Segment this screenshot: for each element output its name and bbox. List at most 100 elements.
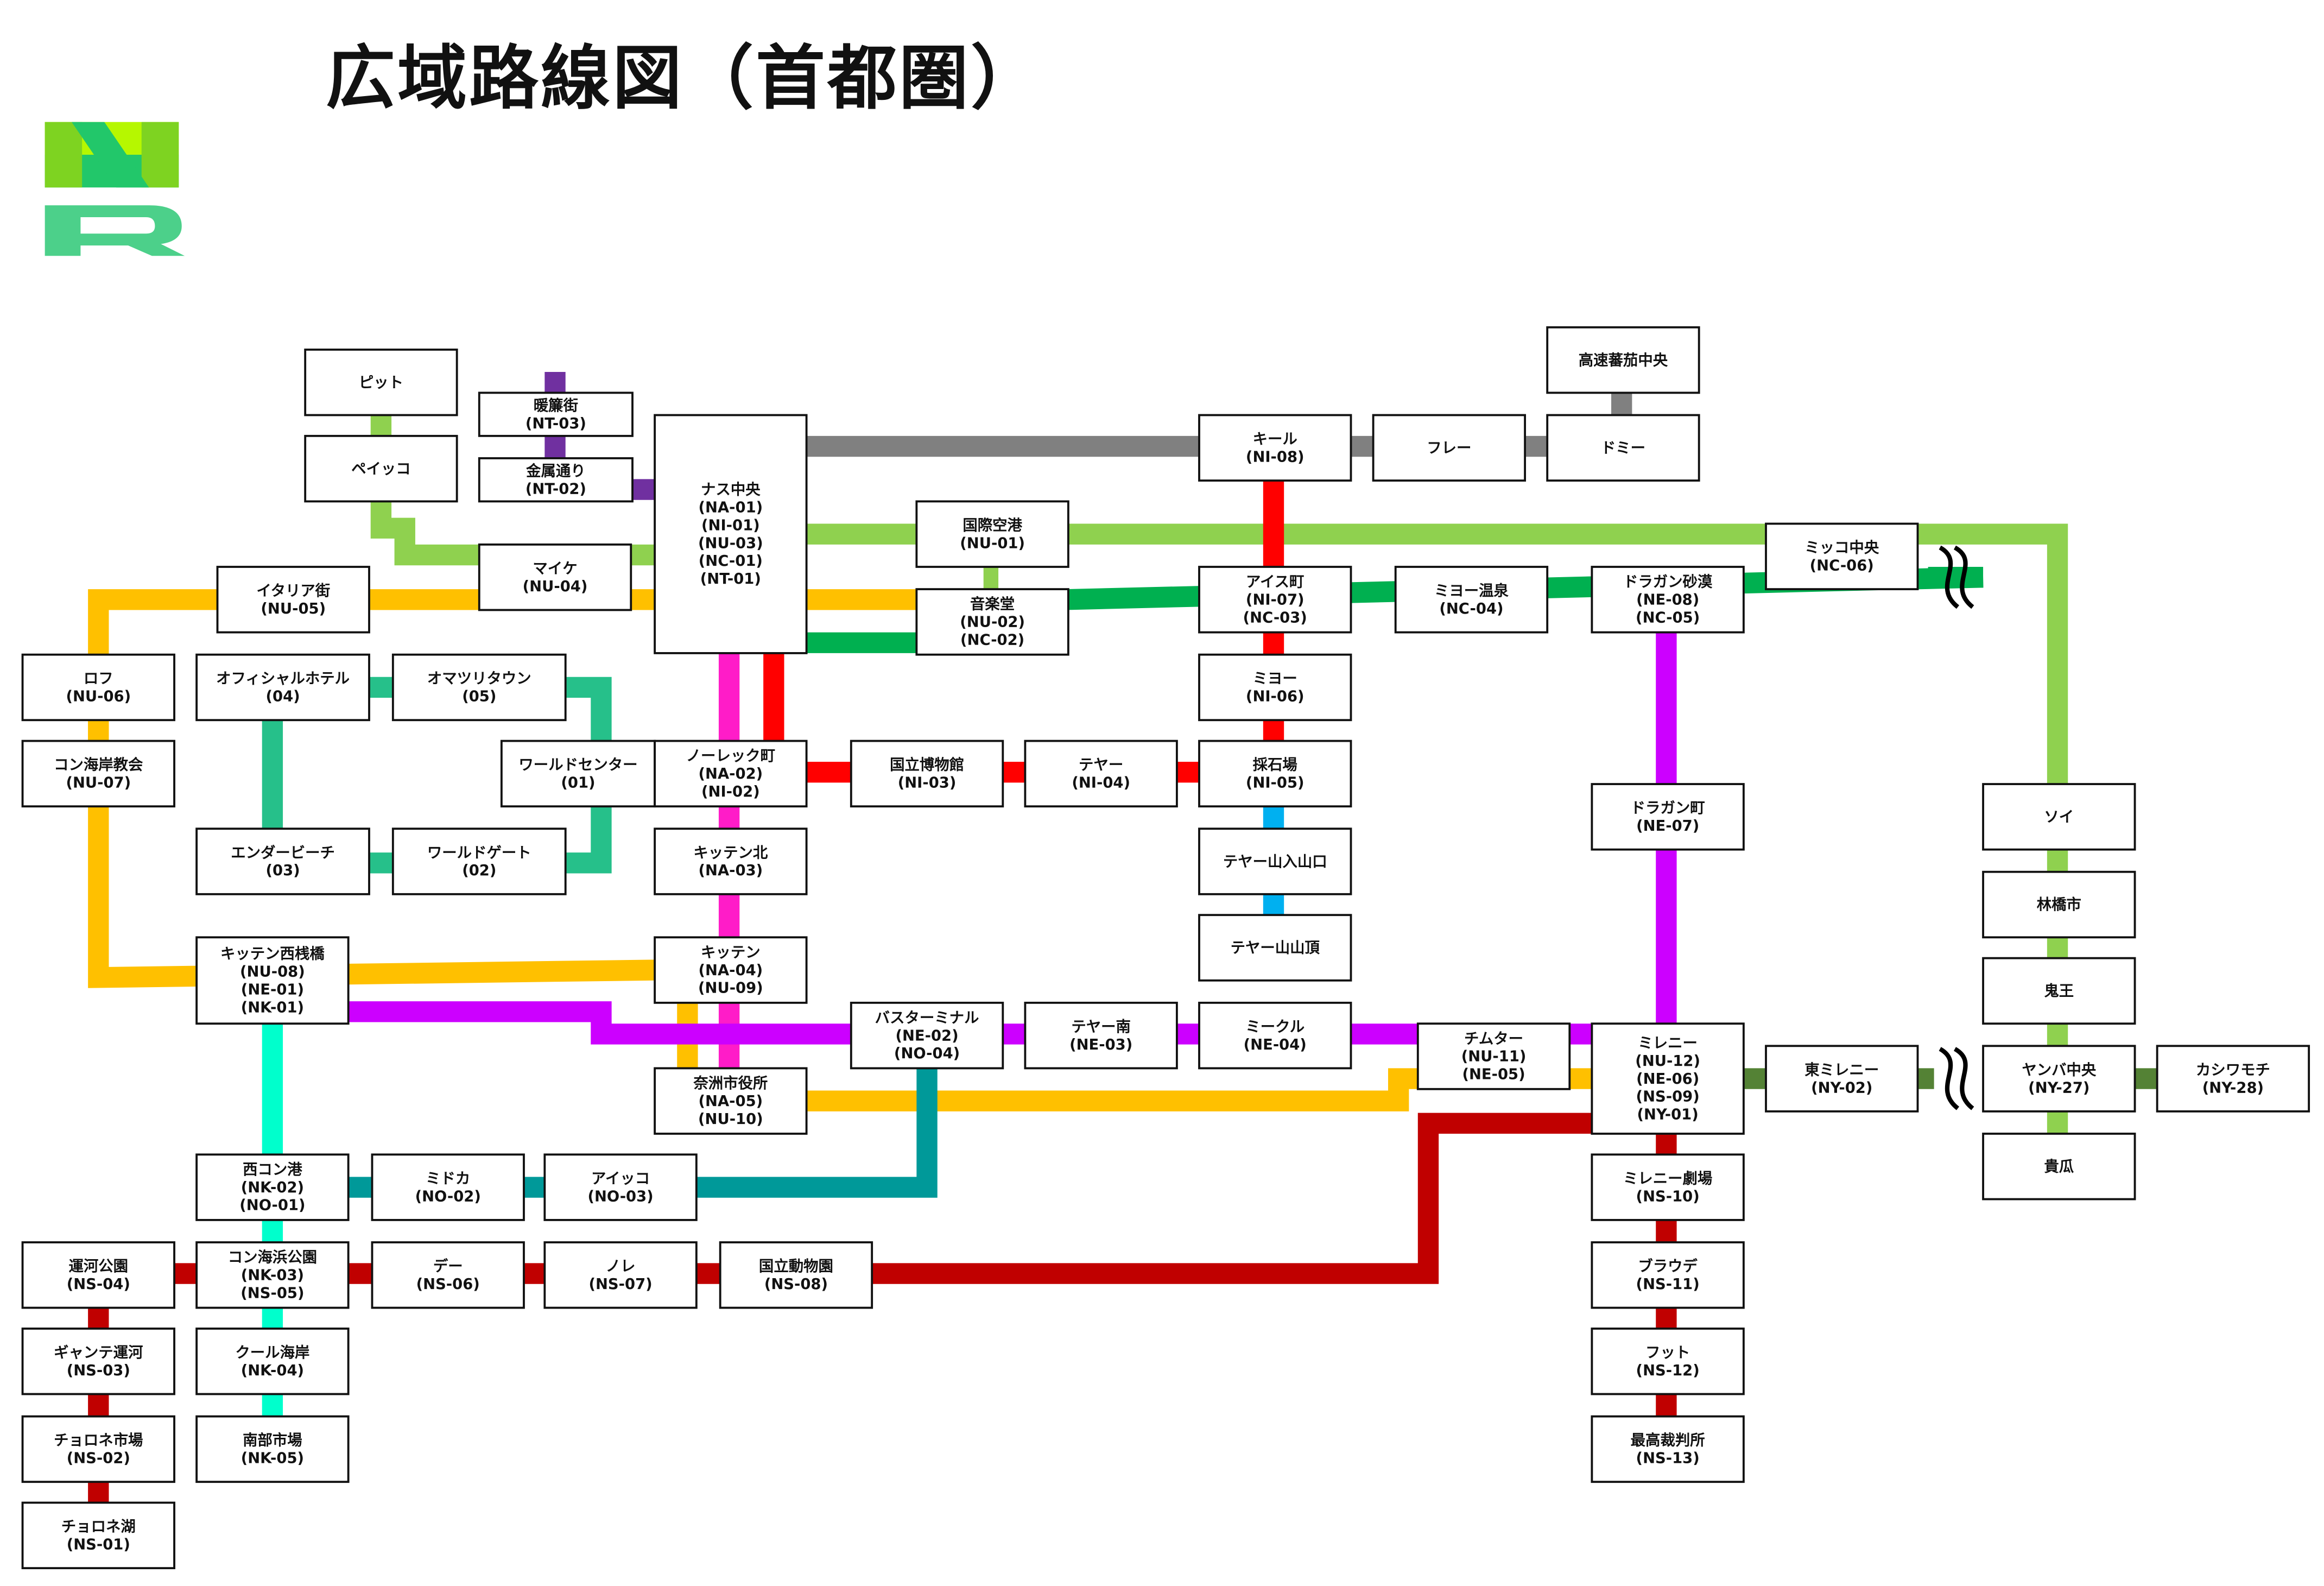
station-kashiwa[interactable]: カシワモチ(NY-28) (2156, 1045, 2310, 1113)
station-de[interactable]: デー(NS-06) (371, 1241, 525, 1309)
station-code: (NC-02) (960, 631, 1024, 648)
station-wgate[interactable]: ワールドゲート(02) (391, 827, 567, 895)
station-soi[interactable]: ソイ (1982, 783, 2136, 851)
station-kousoku[interactable]: 高速蕃茄中央 (1546, 326, 1700, 394)
station-konkaihin[interactable]: コン海浜公園(NK-03)(NS-05) (195, 1241, 350, 1309)
station-box (719, 1241, 873, 1309)
station-code: (NA-03) (699, 862, 763, 879)
station-kio[interactable]: 鬼王 (1982, 957, 2136, 1025)
station-nasu[interactable]: ナス中央(NA-01)(NI-01)(NU-03)(NC-01)(NT-01) (654, 414, 808, 654)
station-code: (NS-08) (764, 1276, 828, 1293)
station-code: (NU-04) (523, 578, 588, 595)
station-box (195, 1241, 350, 1309)
station-box (478, 543, 632, 611)
station-official[interactable]: オフィシャルホテル(04) (195, 653, 370, 722)
station-ongakudo[interactable]: 音楽堂(NU-02)(NC-02) (915, 588, 1069, 656)
station-aikko[interactable]: アイッコ(NO-03) (543, 1153, 698, 1221)
station-saiseki[interactable]: 採石場(NI-05) (1198, 740, 1352, 808)
station-futto[interactable]: フット(NS-12) (1591, 1328, 1745, 1395)
station-kitten[interactable]: キッテン(NA-04)(NU-09) (654, 936, 808, 1004)
station-box (654, 1067, 808, 1135)
station-box (195, 827, 370, 895)
station-court[interactable]: 最高裁判所(NS-13) (1591, 1415, 1745, 1483)
station-wcenter[interactable]: ワールドセンター(01) (500, 740, 656, 808)
station-chimuta[interactable]: チムター(NU-11)(NE-05) (1416, 1022, 1571, 1090)
station-code: (NA-04) (699, 962, 763, 979)
station-fure[interactable]: フレー (1372, 414, 1527, 482)
station-nishikon[interactable]: 西コン港(NK-02)(NO-01) (195, 1153, 350, 1221)
station-millenni[interactable]: ミレニー(NU-12)(NE-06)(NS-09)(NY-01) (1591, 1022, 1745, 1135)
station-code: (NU-08) (240, 964, 305, 981)
station-aisu[interactable]: アイス町(NI-07)(NC-03) (1198, 566, 1352, 634)
station-mil-theater[interactable]: ミレニー劇場(NS-10) (1591, 1153, 1745, 1221)
station-kiru[interactable]: キール(NI-08) (1198, 414, 1352, 482)
station-rofu[interactable]: ロフ(NU-06) (21, 653, 175, 722)
station-maike[interactable]: マイケ(NU-04) (478, 543, 632, 611)
line-break-symbol-0 (1939, 545, 1974, 609)
station-kiuri[interactable]: 貴瓜 (1982, 1133, 2136, 1200)
station-box (1198, 740, 1352, 808)
station-code: (NS-10) (1636, 1188, 1700, 1205)
station-choro-m[interactable]: チョロネ市場(NS-02) (21, 1415, 175, 1483)
station-choro-l[interactable]: チョロネ湖(NS-01) (21, 1501, 175, 1570)
station-nanbu[interactable]: 南部市場(NK-05) (195, 1415, 350, 1483)
station-braude[interactable]: ブラウデ(NS-11) (1591, 1241, 1745, 1309)
station-teya-top[interactable]: テヤー山山頂 (1198, 914, 1352, 982)
station-kitten-w[interactable]: キッテン西桟橋(NU-08)(NE-01)(NK-01) (195, 936, 350, 1025)
station-pit[interactable]: ピット (304, 349, 458, 416)
station-box (543, 1153, 698, 1221)
station-higashi-mil[interactable]: 東ミレニー(NY-02) (1765, 1045, 1919, 1113)
station-code: (NS-09) (1636, 1089, 1700, 1105)
station-miyo-onsen[interactable]: ミヨー温泉(NC-04) (1394, 566, 1549, 634)
station-museum[interactable]: 国立博物館(NI-03) (850, 740, 1004, 808)
station-omatsuri[interactable]: オマツリタウン(05) (391, 653, 567, 722)
station-kitten-n[interactable]: キッテン北(NA-03) (654, 827, 808, 895)
station-name: ノーレック町 (686, 748, 775, 764)
station-dragon-sand[interactable]: ドラガン砂漠(NE-08)(NC-05) (1591, 566, 1745, 634)
station-name: テヤー (1079, 757, 1123, 774)
station-code: (NE-07) (1636, 818, 1699, 835)
station-code: (NY-01) (1637, 1107, 1699, 1123)
station-name: ブラウデ (1638, 1258, 1698, 1275)
station-code: (NU-10) (698, 1111, 763, 1128)
station-peikko[interactable]: ペイッコ (304, 434, 458, 503)
station-code: (NT-03) (525, 415, 586, 432)
station-name: テヤー南 (1071, 1019, 1131, 1035)
station-code: (NU-02) (960, 614, 1025, 631)
station-box (391, 653, 567, 722)
station-code: (NC-04) (1439, 601, 1503, 617)
station-bus[interactable]: バスターミナル(NE-02)(NO-04) (850, 1001, 1004, 1070)
station-mikko[interactable]: ミッコ中央(NC-06) (1765, 522, 1919, 591)
station-domi[interactable]: ドミー (1546, 414, 1700, 482)
station-norek[interactable]: ノーレック町(NA-02)(NI-02) (654, 740, 808, 808)
station-box (21, 653, 175, 722)
station-code: (NU-03) (698, 535, 763, 552)
station-name: テヤー山入山口 (1223, 854, 1327, 870)
station-dragon-town[interactable]: ドラガン町(NE-07) (1591, 783, 1745, 851)
station-kokusai[interactable]: 国際空港(NU-01) (915, 500, 1069, 568)
station-rinkyo[interactable]: 林橋市 (1982, 870, 2136, 939)
station-nasu-city[interactable]: 奈洲市役所(NA-05)(NU-10) (654, 1067, 808, 1135)
station-box (1198, 414, 1352, 482)
station-nt02[interactable]: 金属通り(NT-02) (478, 457, 634, 503)
station-italia[interactable]: イタリア街(NU-05) (216, 566, 370, 634)
station-teya[interactable]: テヤー(NI-04) (1024, 740, 1178, 808)
station-yanba[interactable]: ヤンバ中央(NY-27) (1982, 1045, 2136, 1113)
station-box (1416, 1022, 1571, 1090)
station-nore[interactable]: ノレ(NS-07) (543, 1241, 698, 1309)
station-kuru[interactable]: クール海岸(NK-04) (195, 1328, 350, 1395)
station-box (195, 1415, 350, 1483)
station-zoo[interactable]: 国立動物園(NS-08) (719, 1241, 873, 1309)
station-teya-s[interactable]: テヤー南(NE-03) (1024, 1001, 1178, 1070)
station-kon-church[interactable]: コン海岸教会(NU-07) (21, 740, 175, 808)
station-midoka[interactable]: ミドカ(NO-02) (371, 1153, 525, 1221)
station-unga[interactable]: 運河公園(NS-04) (21, 1241, 175, 1309)
station-mikuru[interactable]: ミークル(NE-04) (1198, 1001, 1352, 1070)
station-miyo[interactable]: ミヨー(NI-06) (1198, 653, 1352, 722)
station-nt03[interactable]: 暖簾街(NT-03) (478, 391, 634, 437)
station-box (21, 1241, 175, 1309)
station-gyante[interactable]: ギャンテ運河(NS-03) (21, 1328, 175, 1395)
station-box (195, 1328, 350, 1395)
station-teya-entry[interactable]: テヤー山入山口 (1198, 827, 1352, 895)
station-ender[interactable]: エンダービーチ(03) (195, 827, 370, 895)
